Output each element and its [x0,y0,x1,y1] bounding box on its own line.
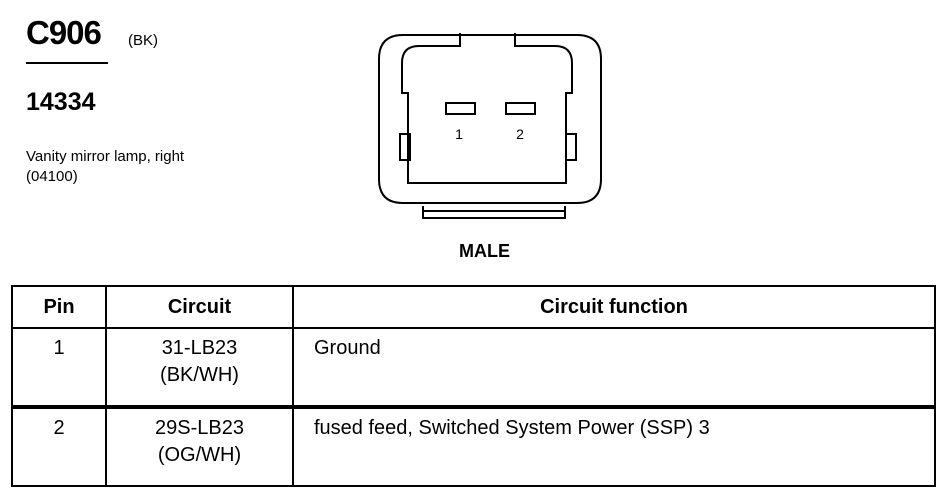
pin-1-terminal [445,102,476,115]
connector-color-code: (BK) [128,32,158,49]
connector-description: Vanity mirror lamp, right [26,148,185,165]
left-latch [399,133,411,161]
header-pin: Pin [11,285,107,329]
function-cell: Ground [292,327,936,408]
circuit-color: (OG/WH) [157,444,242,466]
pin-2-label: 2 [516,126,524,142]
pin-cell: 1 [11,327,107,408]
table-row: 1 31-LB23 (BK/WH) Ground [11,327,936,408]
title-underline [26,62,108,64]
table-row: 2 29S-LB23 (OG/WH) fused feed, Switched … [11,405,936,487]
function-cell: fused feed, Switched System Power (SSP) … [292,405,936,487]
connector-inner-cavity [401,33,573,184]
pin-1-label: 1 [455,126,463,142]
header-circuit-function: Circuit function [292,285,936,329]
right-latch [565,133,577,161]
view-label: MALE [459,241,510,261]
circuit-cell: 31-LB23 (BK/WH) [105,327,294,408]
connector-id: C906 [26,14,102,51]
connector-description-block: Vanity mirror lamp, right (04100) [26,147,184,187]
circuit-id: 31-LB23 [161,337,238,359]
part-number: 14334 [26,88,96,116]
circuit-id: 29S-LB23 [155,417,244,439]
pin-2-terminal [505,102,536,115]
pin-cell: 2 [11,405,107,487]
pinout-table: Pin Circuit Circuit function 1 31-LB23 (… [11,285,936,487]
circuit-cell: 29S-LB23 (OG/WH) [105,405,294,487]
connector-code: (04100) [26,168,78,185]
circuit-color: (BK/WH) [160,364,239,386]
connector-face-diagram: 1 2 [378,33,602,219]
table-header-row: Pin Circuit Circuit function [11,285,936,329]
connector-outer-shell [378,34,602,204]
header-circuit: Circuit [105,285,294,329]
